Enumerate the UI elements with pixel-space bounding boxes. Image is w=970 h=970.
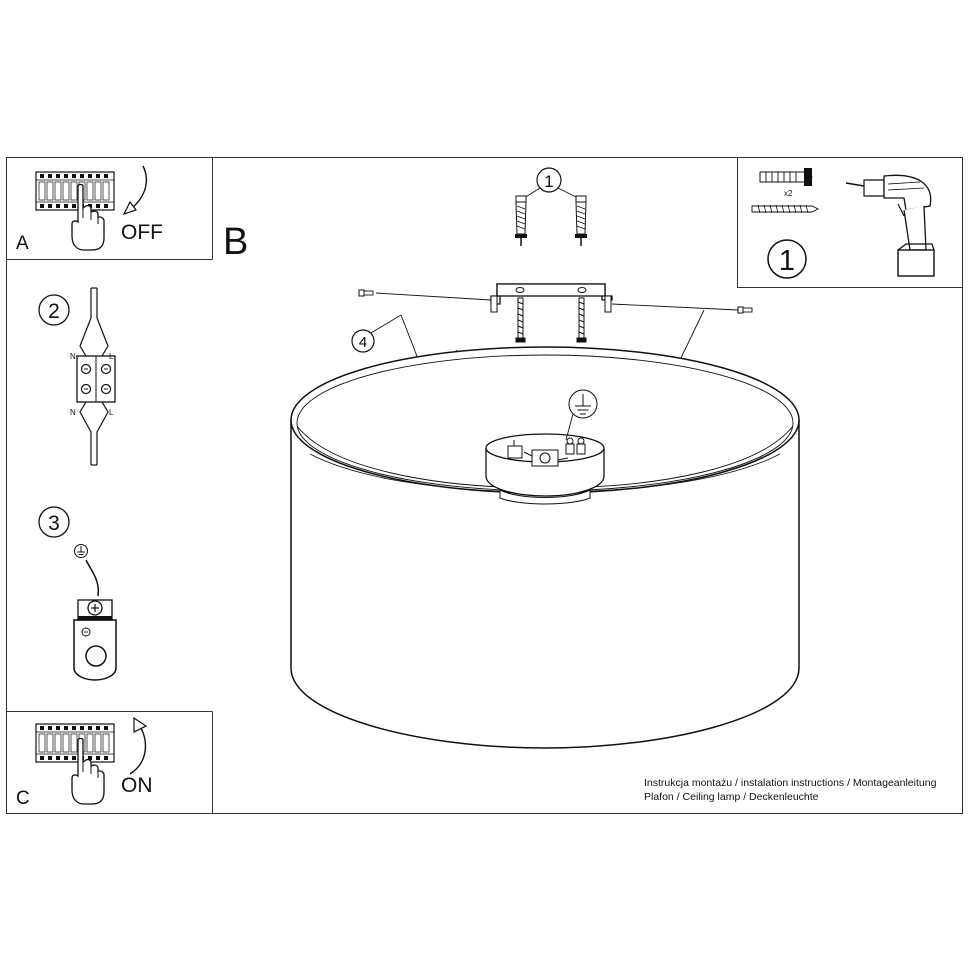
panel-a-letter: A (16, 233, 29, 254)
power-drill-icon (845, 174, 935, 277)
wood-screw-icon (751, 204, 820, 214)
wire-label-l-bottom: L (109, 408, 114, 417)
step-4-number: 4 (359, 334, 367, 351)
breaker-board-icon (35, 723, 115, 763)
canopy-terminal-block (507, 437, 586, 467)
ground-symbol-icon (74, 544, 88, 558)
panel-b-letter: B (223, 221, 248, 263)
fixing-screw-right (737, 306, 753, 314)
curved-arrow-down-icon (131, 165, 147, 209)
breaker-board-icon (35, 171, 115, 211)
fixing-screw-left (358, 289, 374, 297)
tools-panel: x2 1 (751, 168, 935, 279)
step-2-wiring: 2 N L N L (38, 287, 116, 466)
wire-label-n-top: N (70, 352, 76, 361)
panel-c-letter: C (16, 788, 30, 809)
panel-frames (6, 157, 963, 814)
terminal-block-icon (76, 355, 116, 403)
step-3-ground: 3 (38, 506, 117, 681)
step-1-callout: 1 (523, 167, 579, 199)
wall-anchor-left (514, 195, 528, 247)
ceiling-canopy (485, 389, 605, 505)
wire-label-n-bottom: N (70, 408, 76, 417)
step-1-number: 1 (544, 172, 553, 191)
panel-a-power-off: A OFF (16, 165, 163, 254)
wall-plug-icon (759, 168, 813, 186)
step-3-number: 3 (48, 512, 60, 535)
wall-anchor-right (574, 195, 588, 247)
panel-c-action: ON (121, 774, 153, 797)
lamp-drum-shade (290, 346, 800, 749)
tools-step-number: 1 (779, 245, 795, 277)
mounting-bracket (490, 283, 613, 313)
anchor-quantity: x2 (784, 189, 793, 198)
caption-line-1: Instrukcja montażu / instalation instruc… (644, 777, 937, 789)
ground-terminal-icon (73, 599, 117, 681)
step-4-callout: 4 (351, 314, 402, 353)
step-2-number: 2 (48, 300, 60, 323)
lamp-wires (79, 401, 109, 466)
bracket-screws (515, 297, 587, 343)
curved-arrow-up-icon (129, 725, 147, 775)
ground-symbol-icon (565, 389, 598, 441)
ground-wire (85, 559, 100, 597)
panel-a-action: OFF (121, 221, 163, 244)
panel-c-power-on: C ON (16, 716, 153, 809)
supply-wires (79, 287, 109, 357)
caption-line-2: Plafon / Ceiling lamp / Deckenleuchte (644, 791, 819, 803)
wire-label-l-top: L (109, 352, 114, 361)
